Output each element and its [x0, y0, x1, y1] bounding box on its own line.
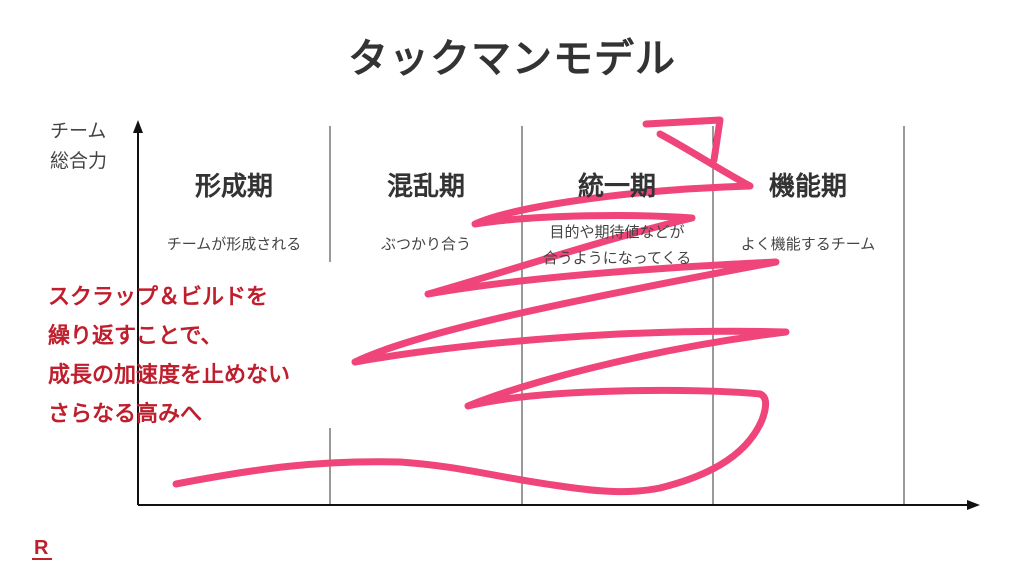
callout-line-1: スクラップ＆ビルドを [48, 285, 269, 310]
stage-name-forming: 形成期 [194, 172, 273, 202]
y-axis-label-line-2: 総合力 [50, 150, 108, 172]
y-axis-label: チーム 総合力 [50, 116, 107, 176]
growth-scribble [172, 182, 790, 496]
growth-arrow-head [642, 116, 724, 164]
y-axis-arrow [133, 120, 143, 133]
brand-logo: R [34, 537, 49, 559]
stage-name-performing: 機能期 [768, 172, 847, 202]
x-axis-arrow [967, 500, 980, 510]
growth-scribble-arrow-tail [656, 130, 754, 190]
stage-name-storming: 混乱期 [386, 172, 465, 202]
stage-desc-norming-line-1: 目的や期待値などが [549, 223, 685, 241]
stage-name-norming: 統一期 [577, 172, 656, 202]
callout-line-3: 成長の加速度を止めない [48, 363, 291, 388]
callout-text: スクラップ＆ビルドを 繰り返すことで、 成長の加速度を止めない さらなる高みへ [48, 278, 290, 434]
callout-line-2: 繰り返すことで、 [48, 324, 223, 349]
stage-desc-performing: よく機能するチーム [740, 235, 876, 253]
page-title: タックマンモデル [348, 36, 676, 82]
callout-line-4: さらなる高みへ [48, 402, 203, 427]
stage-desc-storming: ぶつかり合う [380, 235, 471, 253]
stage-desc-norming-line-2: 合うようになってくる [542, 249, 692, 267]
stage-desc-forming: チームが形成される [166, 235, 302, 253]
y-axis-label-line-1: チーム [50, 120, 107, 142]
